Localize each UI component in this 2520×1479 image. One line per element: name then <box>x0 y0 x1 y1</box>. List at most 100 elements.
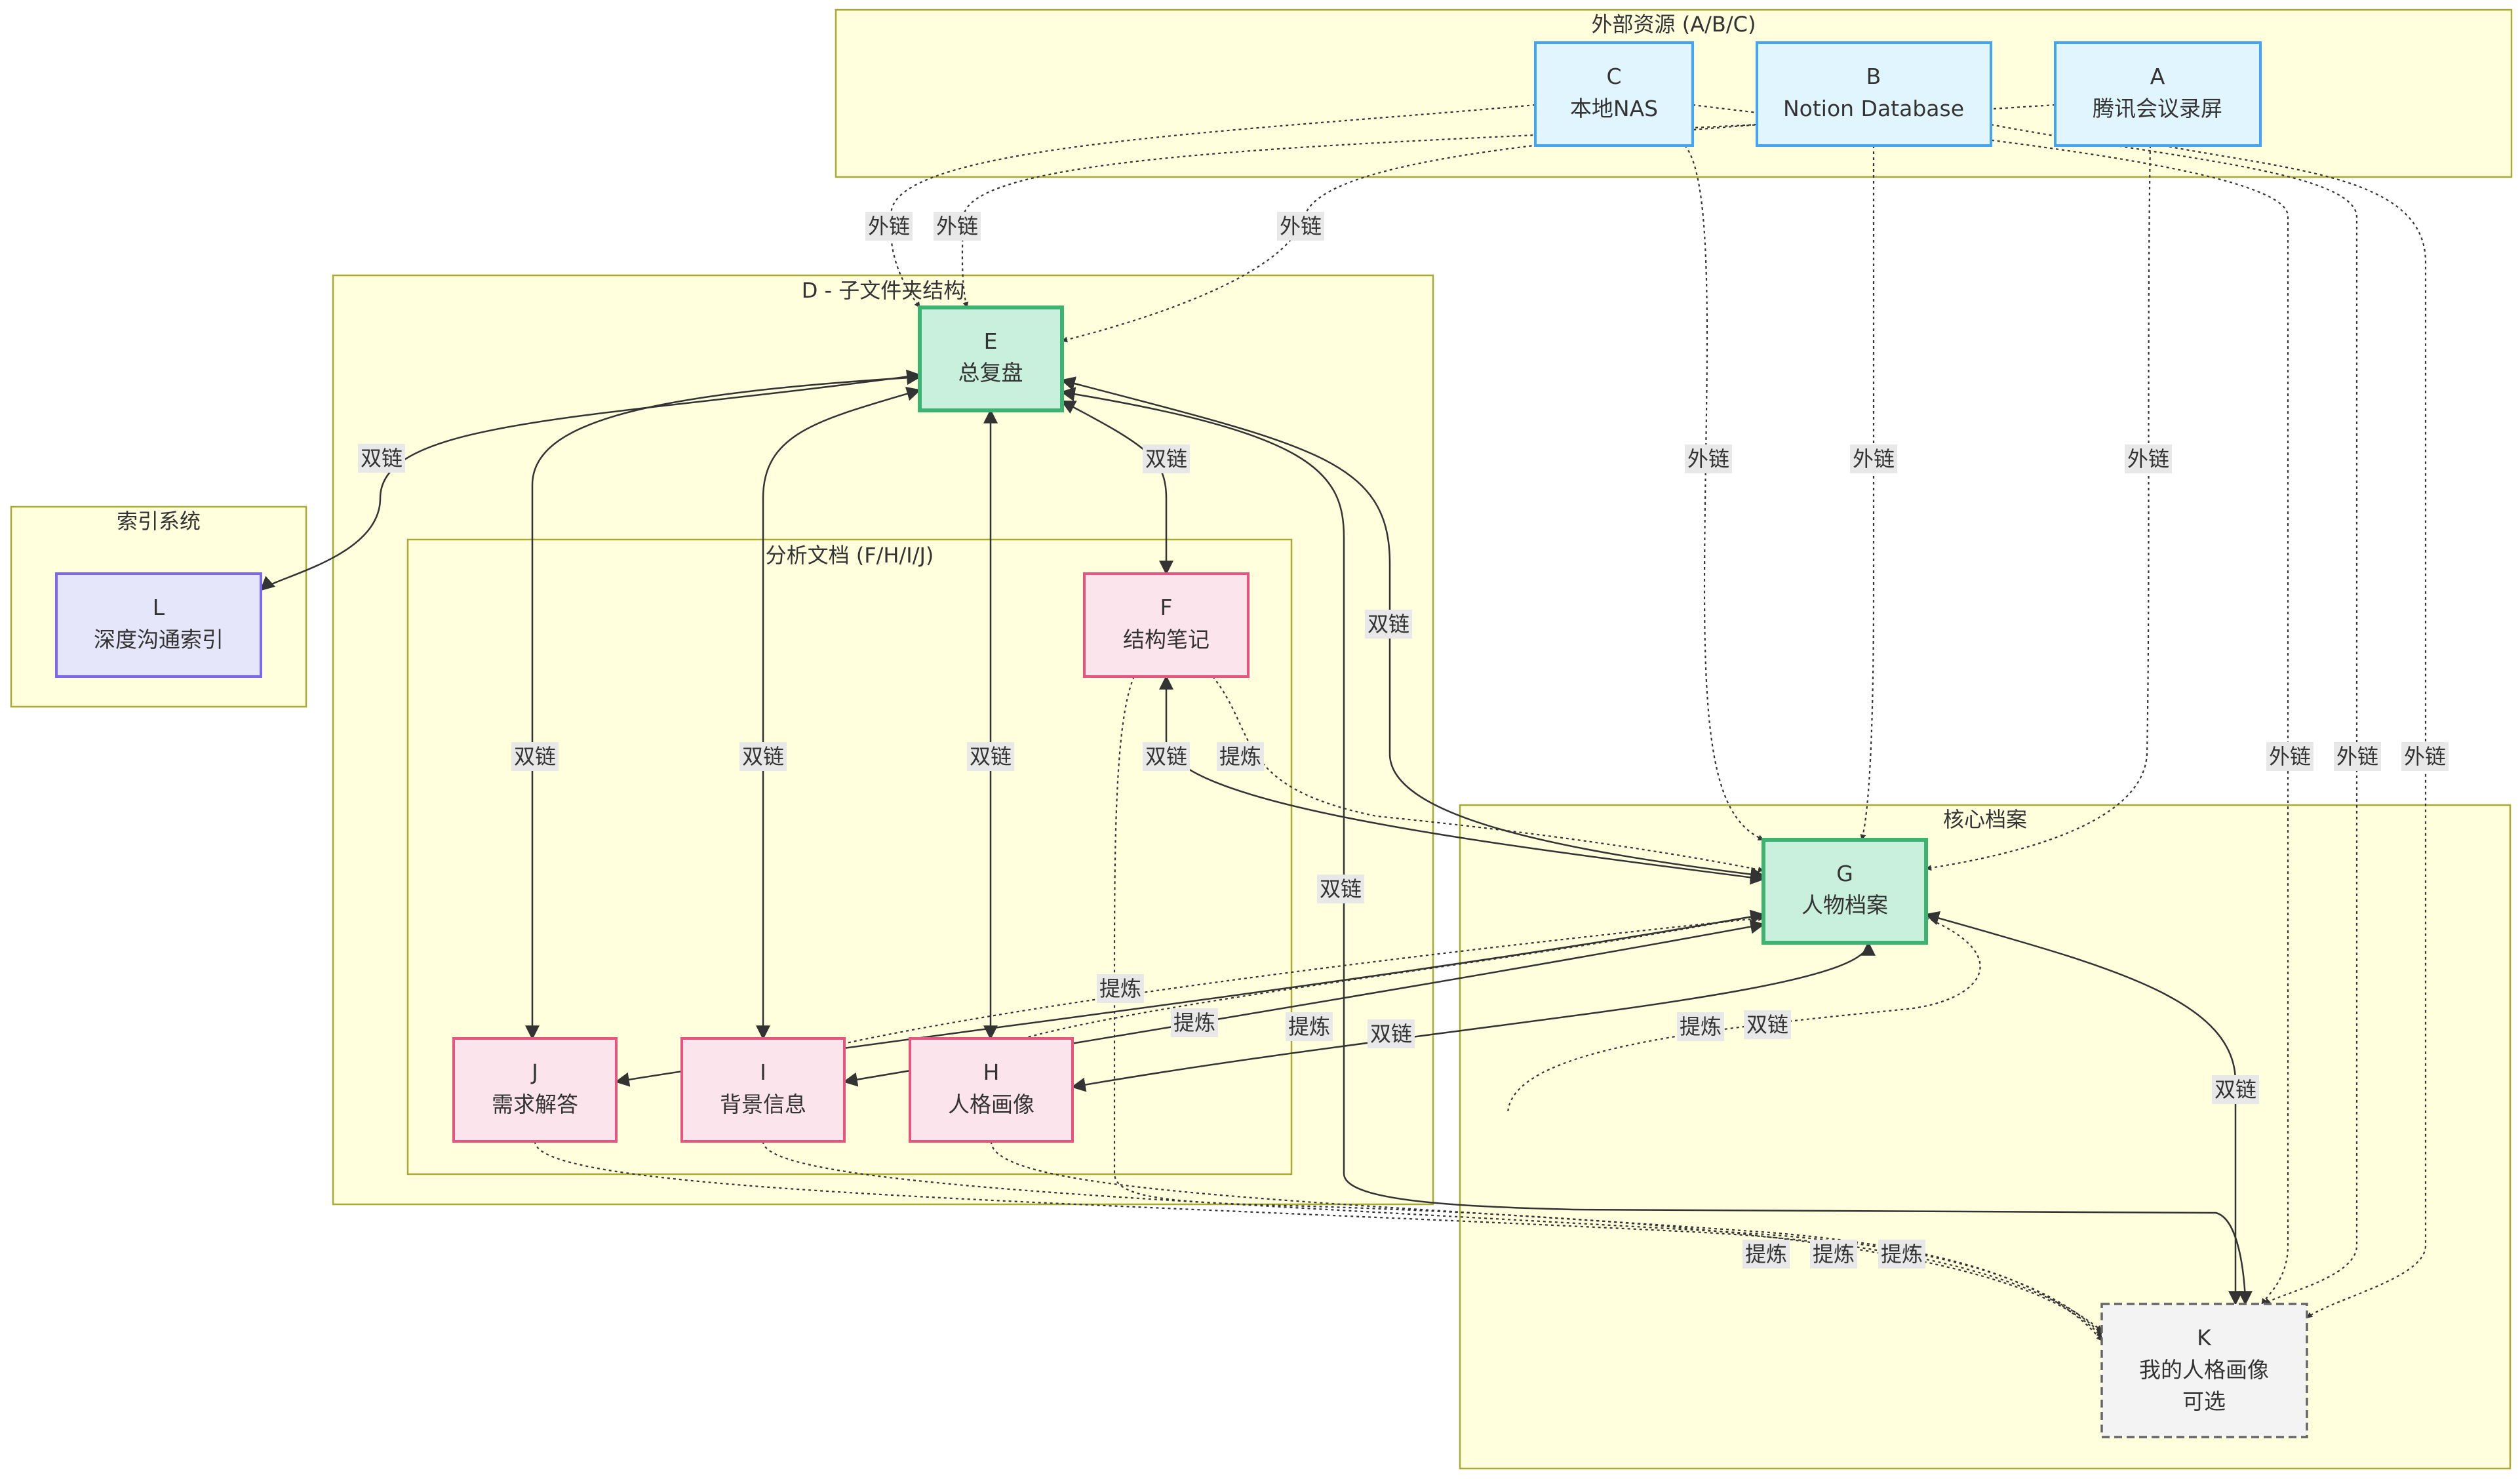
edge-label-e-l-text: 双链 <box>361 446 403 471</box>
node-f-structure-notes[interactable]: F 结构笔记 <box>1083 572 1250 678</box>
edge-f-to-g <box>1212 676 1764 873</box>
edge-j-to-k <box>534 1141 2102 1331</box>
edge-label-f-k-refine-text: 提炼 <box>1099 976 1141 1001</box>
edge-label-c-g-bg <box>1685 444 1732 473</box>
edge-i-to-k <box>762 1141 2102 1335</box>
node-a-tencent-meeting[interactable]: A 腾讯会议录屏 <box>2054 41 2262 147</box>
node-l-deep-communication-index[interactable]: L 深度沟通索引 <box>55 572 262 678</box>
node-b-title: Notion Database <box>1783 96 1964 121</box>
edge-label-a-g-text: 外链 <box>2127 446 2169 471</box>
edge-label-i-g-refine-text: 提炼 <box>1288 1014 1330 1039</box>
edge-i-to-k-line <box>762 1141 2102 1335</box>
edge-b-to-k-line <box>1990 123 2358 1305</box>
edge-c-to-g <box>1684 145 1764 841</box>
edge-c-to-e <box>890 104 1536 308</box>
edge-label-g-k-bg <box>2212 1075 2259 1104</box>
edge-label-b-k-text: 外链 <box>2336 744 2378 769</box>
edge-label-e-l-bg <box>358 444 405 473</box>
node-i-background-info[interactable]: I 背景信息 <box>680 1037 846 1143</box>
edge-g-k <box>1924 911 2243 1306</box>
edge-label-g-k: 双链 <box>2212 1075 2259 1104</box>
edge-e-j <box>525 370 922 1040</box>
node-g-title: 人物档案 <box>1801 892 1888 918</box>
node-h-personality-portrait[interactable]: H 人格画像 <box>909 1037 1074 1143</box>
node-g-person-profile[interactable]: G 人物档案 <box>1762 838 1928 945</box>
edge-label-e-k: 双链 <box>1317 875 1364 903</box>
edge-label-a-e: 外链 <box>1277 212 1324 241</box>
edge-label-a-k-bg <box>2401 742 2449 771</box>
node-b-notion-database[interactable]: B Notion Database <box>1756 41 1992 147</box>
cluster-index-title: 索引系统 <box>117 509 201 534</box>
edge-label-g-i-bg <box>1744 1010 1791 1039</box>
edge-f-to-g-line <box>1212 676 1764 873</box>
node-k-id: K <box>2197 1325 2212 1351</box>
node-k-my-personality-optional[interactable]: K 我的人格画像 可选 <box>2100 1303 2308 1438</box>
edge-label-c-k-bg <box>2266 742 2313 771</box>
node-i-title: 背景信息 <box>720 1092 806 1117</box>
edge-label-h-k-refine-text: 提炼 <box>1881 1242 1923 1267</box>
edge-c-to-g-line <box>1684 145 1764 841</box>
edge-label-b-g: 外链 <box>1850 444 1897 473</box>
node-c-local-nas[interactable]: C 本地NAS <box>1534 41 1694 147</box>
edge-label-e-i-text: 双链 <box>742 744 784 769</box>
edge-label-f-g-refine: 提炼 <box>1217 742 1264 771</box>
edge-label-f-g-bg <box>1143 742 1190 771</box>
cluster-core-title: 核心档案 <box>1943 807 2027 832</box>
edge-a-to-e-line <box>1061 104 2056 343</box>
edge-h-to-g <box>1022 913 1764 1040</box>
node-j-id: J <box>530 1059 538 1085</box>
edge-b-to-g <box>1860 146 1875 840</box>
edge-label-e-i-bg <box>739 742 787 771</box>
edge-label-h-k-refine-bg <box>1878 1240 1925 1269</box>
edge-b-to-e <box>961 123 1758 308</box>
edge-label-b-g-bg <box>1850 444 1897 473</box>
node-e-title: 总复盘 <box>958 360 1023 385</box>
edge-label-a-g-bg <box>2125 444 2172 473</box>
edge-label-a-k: 外链 <box>2401 742 2449 771</box>
edge-label-c-e-bg <box>865 212 913 241</box>
edge-label-f-k-refine: 提炼 <box>1097 974 1144 1003</box>
edge-label-c-g: 外链 <box>1685 444 1732 473</box>
edge-label-h-k-refine: 提炼 <box>1878 1240 1925 1269</box>
edge-label-j-k-refine-bg <box>1742 1240 1790 1269</box>
edge-label-g-h-bg <box>1368 1019 1415 1048</box>
edge-label-i-k-refine-bg <box>1810 1240 1857 1269</box>
edge-label-g-h: 双链 <box>1368 1019 1415 1048</box>
edge-label-f-g-refine-text: 提炼 <box>1219 744 1261 769</box>
edge-label-f-k-refine-bg <box>1097 974 1144 1003</box>
edge-b-to-e-line <box>961 123 1758 308</box>
edge-label-i-k-refine-text: 提炼 <box>1813 1242 1855 1267</box>
edge-h-to-g-line <box>1022 913 1764 1040</box>
edge-label-e-j-bg <box>511 742 559 771</box>
edge-label-e-f: 双链 <box>1143 444 1190 473</box>
node-g-id: G <box>1836 861 1853 886</box>
edge-label-h-g-refine-text: 提炼 <box>1173 1010 1215 1035</box>
node-b-id: B <box>1866 64 1881 89</box>
edge-a-to-g-line <box>1925 145 2152 871</box>
edge-label-c-g-text: 外链 <box>1687 446 1729 471</box>
node-h-id: H <box>983 1059 1000 1085</box>
edge-labels-layer: 外链外链外链外链外链外链外链外链外链双链双链双链双链双链双链双链提炼双链提炼提炼… <box>358 212 2449 1269</box>
edge-label-f-g-text: 双链 <box>1145 744 1187 769</box>
edge-h-to-k-line <box>990 1141 2102 1341</box>
edge-g-to-k <box>1506 917 1981 1115</box>
edge-g-to-k-line <box>1506 917 1981 1115</box>
edge-label-e-i: 双链 <box>739 742 787 771</box>
edge-label-f-g-refine-bg <box>1217 742 1264 771</box>
node-c-title: 本地NAS <box>1570 96 1658 121</box>
node-f-id: F <box>1160 595 1173 620</box>
edge-label-g-i-refine-bg <box>1677 1012 1724 1041</box>
edge-label-e-j: 双链 <box>511 742 559 771</box>
node-j-needs-answers[interactable]: J 需求解答 <box>452 1037 618 1143</box>
node-e-overall-review[interactable]: E 总复盘 <box>918 306 1064 412</box>
edge-label-b-g-text: 外链 <box>1853 446 1895 471</box>
node-h-title: 人格画像 <box>948 1092 1034 1117</box>
node-l-title: 深度沟通索引 <box>94 627 224 652</box>
edge-label-e-g-bg <box>1365 610 1412 639</box>
edge-label-c-e: 外链 <box>865 212 913 241</box>
edge-label-e-h-text: 双链 <box>970 744 1012 769</box>
node-c-id: C <box>1606 64 1621 89</box>
cluster-core-archive: 核心档案 <box>1459 804 2511 1470</box>
edge-label-i-k-refine: 提炼 <box>1810 1240 1857 1269</box>
